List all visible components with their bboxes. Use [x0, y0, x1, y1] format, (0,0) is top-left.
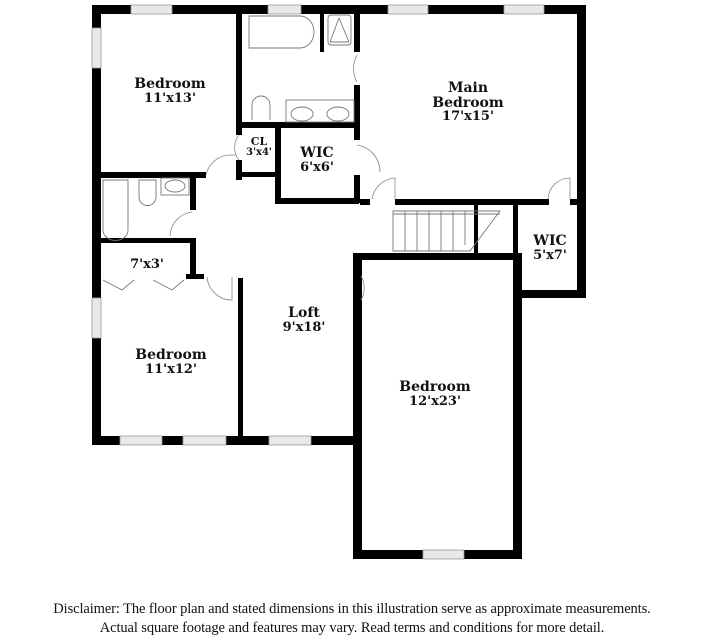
bathtub-icon: [102, 179, 129, 241]
sink-icon: [164, 179, 186, 193]
room-dimensions: 6'x6': [300, 159, 334, 175]
room-bedroom-sw: Bedroom 11'x12': [135, 348, 206, 376]
toilet-icon: [251, 95, 271, 120]
windows: [91, 4, 545, 560]
room-bedroom-se: Bedroom 12'x23': [399, 380, 470, 408]
room-name: CL: [250, 135, 268, 148]
room-dimensions: 17'x15': [442, 109, 494, 125]
window-icon: [91, 297, 102, 339]
room-name: Bedroom: [399, 379, 471, 395]
room-dimensions: 7'x3': [130, 257, 164, 272]
room-dimensions: 5'x7': [533, 247, 567, 263]
room-closet-west: 7'x3': [130, 258, 164, 272]
room-name-line1: Main: [447, 80, 489, 96]
shower-icon: [327, 14, 352, 46]
window-icon: [422, 549, 465, 560]
room-loft: Loft 9'x18': [283, 306, 326, 334]
fixtures: [102, 14, 501, 291]
room-name: WIC: [533, 233, 567, 249]
window-icon: [130, 4, 173, 15]
door-swing-icon: [547, 177, 571, 200]
window-icon: [182, 435, 227, 446]
floor-plan-drawing: [91, 4, 586, 560]
room-bedroom-nw: Bedroom 11'x13': [134, 77, 205, 105]
room-main-bedroom: Main Bedroom 17'x15': [432, 81, 503, 124]
stairs-icon: [392, 210, 501, 252]
vanity: [285, 99, 355, 123]
door-swing-icon: [353, 54, 358, 83]
room-dimensions: 11'x12': [145, 361, 197, 377]
window-icon: [91, 27, 102, 69]
room-dimensions: 3'x4': [245, 146, 273, 158]
toilet-icon: [138, 179, 157, 206]
window-icon: [387, 4, 429, 15]
room-dimensions: 12'x23': [409, 393, 461, 409]
room-wic-east: WIC 5'x7': [533, 234, 567, 262]
disclaimer-line-2: Actual square footage and features may v…: [99, 620, 605, 636]
door-swing-icon: [206, 276, 233, 301]
disclaimer: Disclaimer: The floor plan and stated di…: [0, 600, 704, 638]
doors: [169, 54, 571, 301]
room-name: Bedroom: [135, 347, 207, 363]
walls: [92, 5, 586, 559]
door-swing-icon: [205, 154, 236, 176]
floor-plan: Bedroom 11'x13' Main Bedroom 17'x15' CL …: [91, 4, 586, 560]
room-name: Bedroom: [134, 76, 206, 92]
bathtub-icon: [248, 15, 315, 49]
window-icon: [267, 4, 302, 15]
room-name: Loft: [288, 305, 320, 321]
disclaimer-line-1: Disclaimer: The floor plan and stated di…: [53, 601, 651, 617]
door-swing-icon: [371, 177, 396, 200]
room-dimensions: 11'x13': [144, 90, 196, 106]
room-name-line2: Bedroom: [432, 94, 504, 111]
sink-icon: [290, 106, 314, 122]
room-wic-main: WIC 6'x6': [300, 146, 334, 174]
room-closet: CL 3'x4': [246, 136, 272, 158]
room-name: WIC: [300, 145, 334, 161]
door-swing-icon: [356, 144, 381, 173]
window-icon: [119, 435, 163, 446]
door-swing-icon: [234, 134, 240, 161]
sink-icon: [326, 106, 350, 122]
door-swing-icon: [169, 211, 193, 237]
door-swing-icon: [360, 275, 365, 301]
window-icon: [503, 4, 545, 15]
window-icon: [268, 435, 312, 446]
room-dimensions: 9'x18': [282, 319, 326, 335]
